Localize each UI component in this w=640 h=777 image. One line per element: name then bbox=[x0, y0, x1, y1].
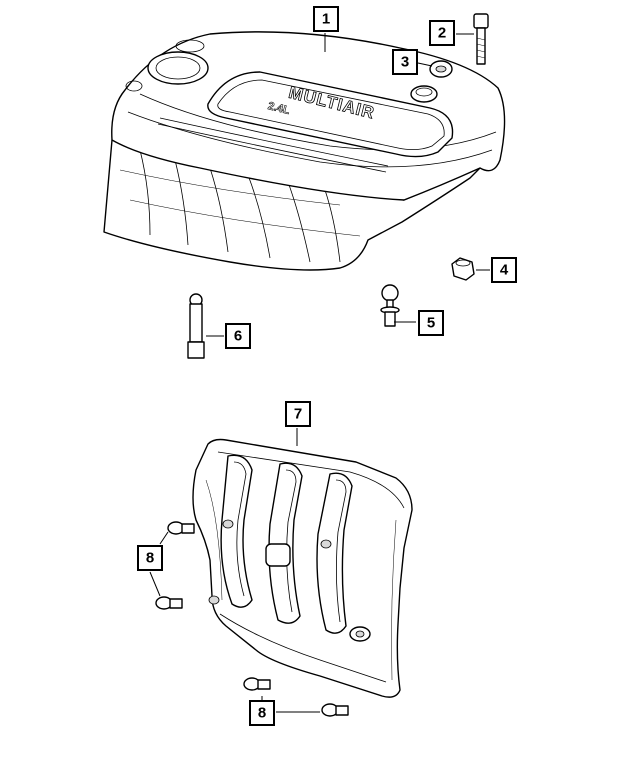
callout-8-left: 8 bbox=[137, 545, 163, 571]
heat-shield bbox=[192, 438, 413, 698]
callout-6: 6 bbox=[225, 323, 251, 349]
callout-3: 3 bbox=[392, 49, 418, 75]
callout-label: 7 bbox=[294, 406, 302, 423]
bolt-part-8-lower-left bbox=[243, 677, 271, 691]
callout-label: 6 bbox=[234, 328, 242, 345]
ball-stud-part-5 bbox=[380, 284, 400, 327]
callout-5: 5 bbox=[418, 310, 444, 336]
callout-label: 2 bbox=[438, 25, 446, 42]
callout-label: 8 bbox=[146, 550, 154, 567]
callout-8-bottom: 8 bbox=[249, 700, 275, 726]
callout-1: 1 bbox=[313, 6, 339, 32]
callout-7: 7 bbox=[285, 401, 311, 427]
grommet-part-3 bbox=[429, 60, 453, 78]
callout-label: 5 bbox=[427, 315, 435, 332]
bolt-part-8-lower-right bbox=[321, 703, 349, 717]
bolt-part-8-middle bbox=[155, 596, 183, 610]
callout-label: 8 bbox=[258, 705, 266, 722]
callout-label: 1 bbox=[322, 11, 330, 28]
nut-part-4 bbox=[451, 257, 475, 281]
callout-2: 2 bbox=[429, 20, 455, 46]
callout-4: 4 bbox=[491, 257, 517, 283]
bolt-part-8-upper bbox=[167, 521, 195, 535]
stud-part-6 bbox=[187, 293, 205, 359]
callout-label: 3 bbox=[401, 54, 409, 71]
leader-lines bbox=[149, 33, 490, 713]
bolt-part-2 bbox=[473, 13, 489, 65]
logo-displacement-text: 2.4L bbox=[267, 100, 292, 117]
callout-label: 4 bbox=[500, 262, 509, 279]
